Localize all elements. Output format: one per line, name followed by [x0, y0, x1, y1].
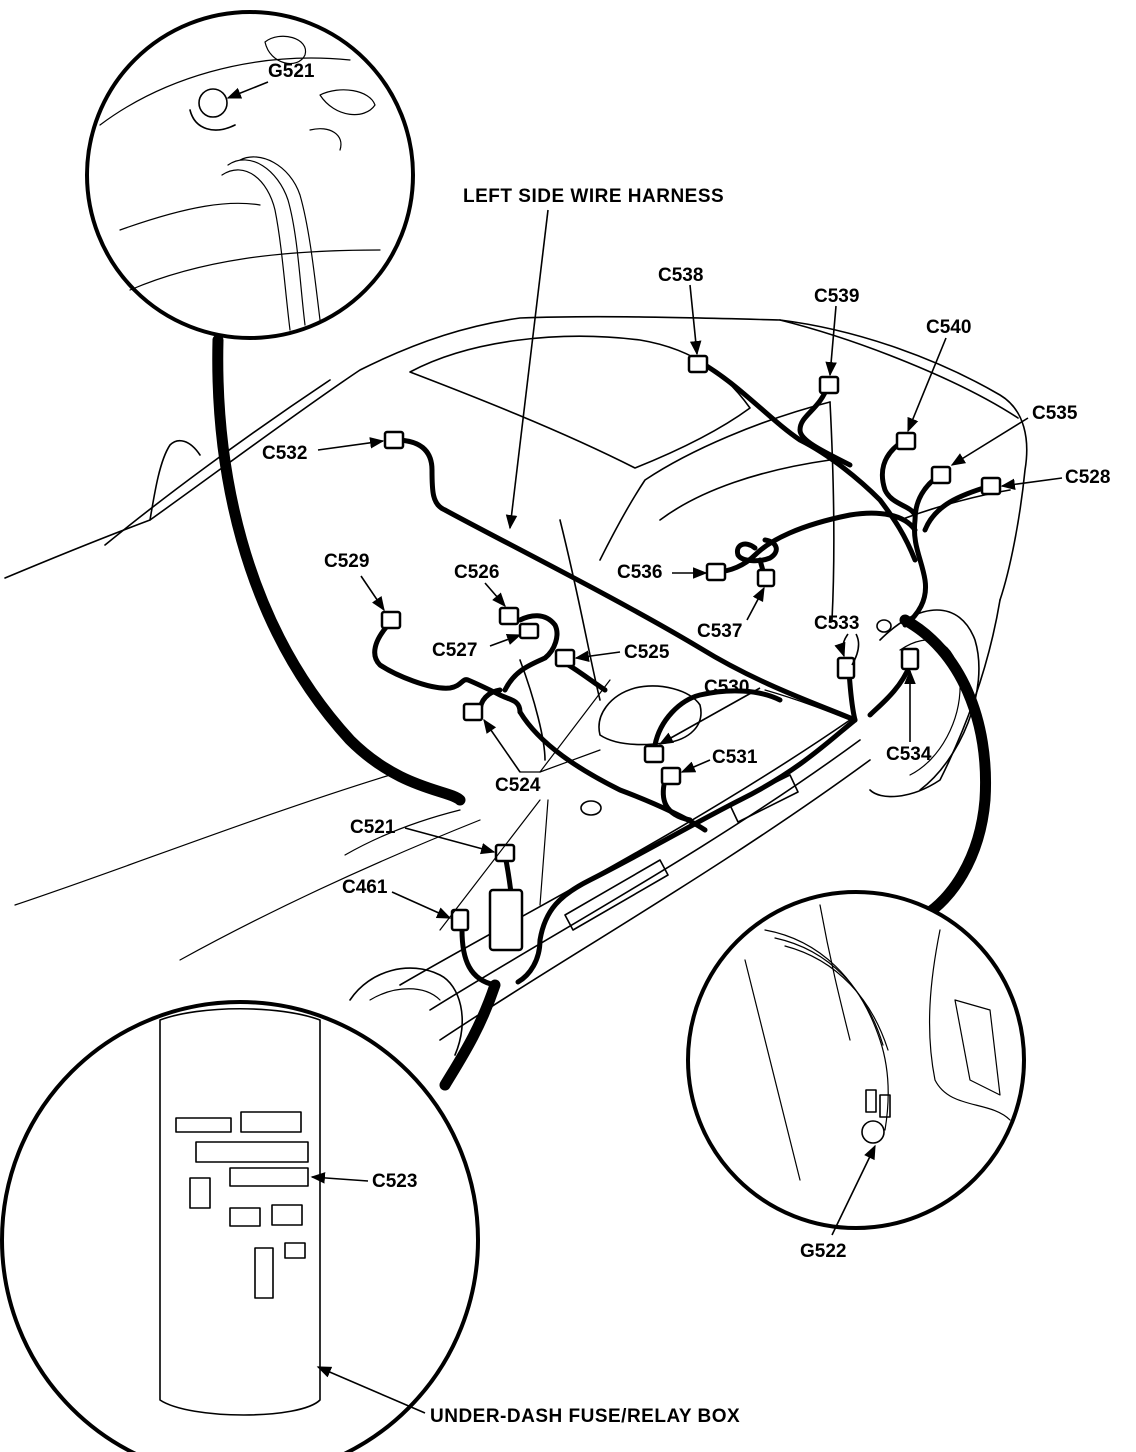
- label-c527: C527: [432, 640, 477, 661]
- connector-c524: [462, 702, 484, 722]
- label-c535: C535: [1032, 403, 1078, 424]
- label-c526: C526: [454, 562, 499, 583]
- label-c536: C536: [617, 562, 662, 583]
- connector-c525: [554, 648, 576, 668]
- bubble-leaders: [212, 334, 992, 1091]
- label-g521: G521: [268, 61, 315, 82]
- connector-c539: [818, 375, 840, 395]
- connector-c530: [643, 744, 665, 764]
- label-c529: C529: [324, 551, 369, 572]
- label-c538: C538: [658, 265, 703, 286]
- connector-c537: [756, 568, 776, 588]
- callout-arrows: [317, 209, 1063, 931]
- label-c525: C525: [624, 642, 670, 663]
- connector-c529: [380, 610, 402, 630]
- connector-c536: [705, 562, 727, 582]
- bubble-g521: [85, 10, 415, 340]
- ground-ring-g522: [876, 619, 892, 633]
- bubble-g522: [686, 890, 1026, 1236]
- label-c521: C521: [350, 817, 396, 838]
- connector-c526: [498, 606, 520, 626]
- label-g522: G522: [800, 1241, 846, 1262]
- ground-ring-g521: [580, 800, 602, 816]
- connector-glyphs: [380, 354, 1002, 952]
- label-c533: C533: [814, 613, 859, 634]
- label-c523: C523: [372, 1171, 417, 1192]
- label-c528: C528: [1065, 467, 1110, 488]
- fuse-box-small: [488, 888, 524, 952]
- label-c524: C524: [495, 775, 541, 796]
- label-c537: C537: [697, 621, 742, 642]
- label-c532: C532: [262, 443, 307, 464]
- connector-c540: [895, 431, 917, 451]
- connector-c538: [687, 354, 709, 374]
- connector-c534: [900, 647, 920, 671]
- label-c461: C461: [342, 877, 388, 898]
- wire-harness: [372, 359, 993, 988]
- label-c531: C531: [712, 747, 758, 768]
- connector-c533: [836, 656, 856, 680]
- label-under-dash-fuse-relay-box: UNDER-DASH FUSE/RELAY BOX: [430, 1406, 740, 1427]
- label-c534: C534: [886, 744, 932, 765]
- connector-c532: [383, 430, 405, 450]
- connector-c531: [660, 766, 682, 786]
- bubble-fuse-box: [0, 1000, 480, 1452]
- label-c539: C539: [814, 286, 859, 307]
- connector-c461: [450, 908, 470, 932]
- connector-c528: [980, 476, 1002, 496]
- connector-c535: [930, 465, 952, 485]
- label-c540: C540: [926, 317, 971, 338]
- connector-c527: [518, 622, 540, 640]
- label-c530: C530: [704, 677, 749, 698]
- labels: LEFT SIDE WIRE HARNESS G521 C538 C539 C5…: [262, 61, 1110, 1427]
- label-left-side-wire-harness: LEFT SIDE WIRE HARNESS: [463, 186, 724, 207]
